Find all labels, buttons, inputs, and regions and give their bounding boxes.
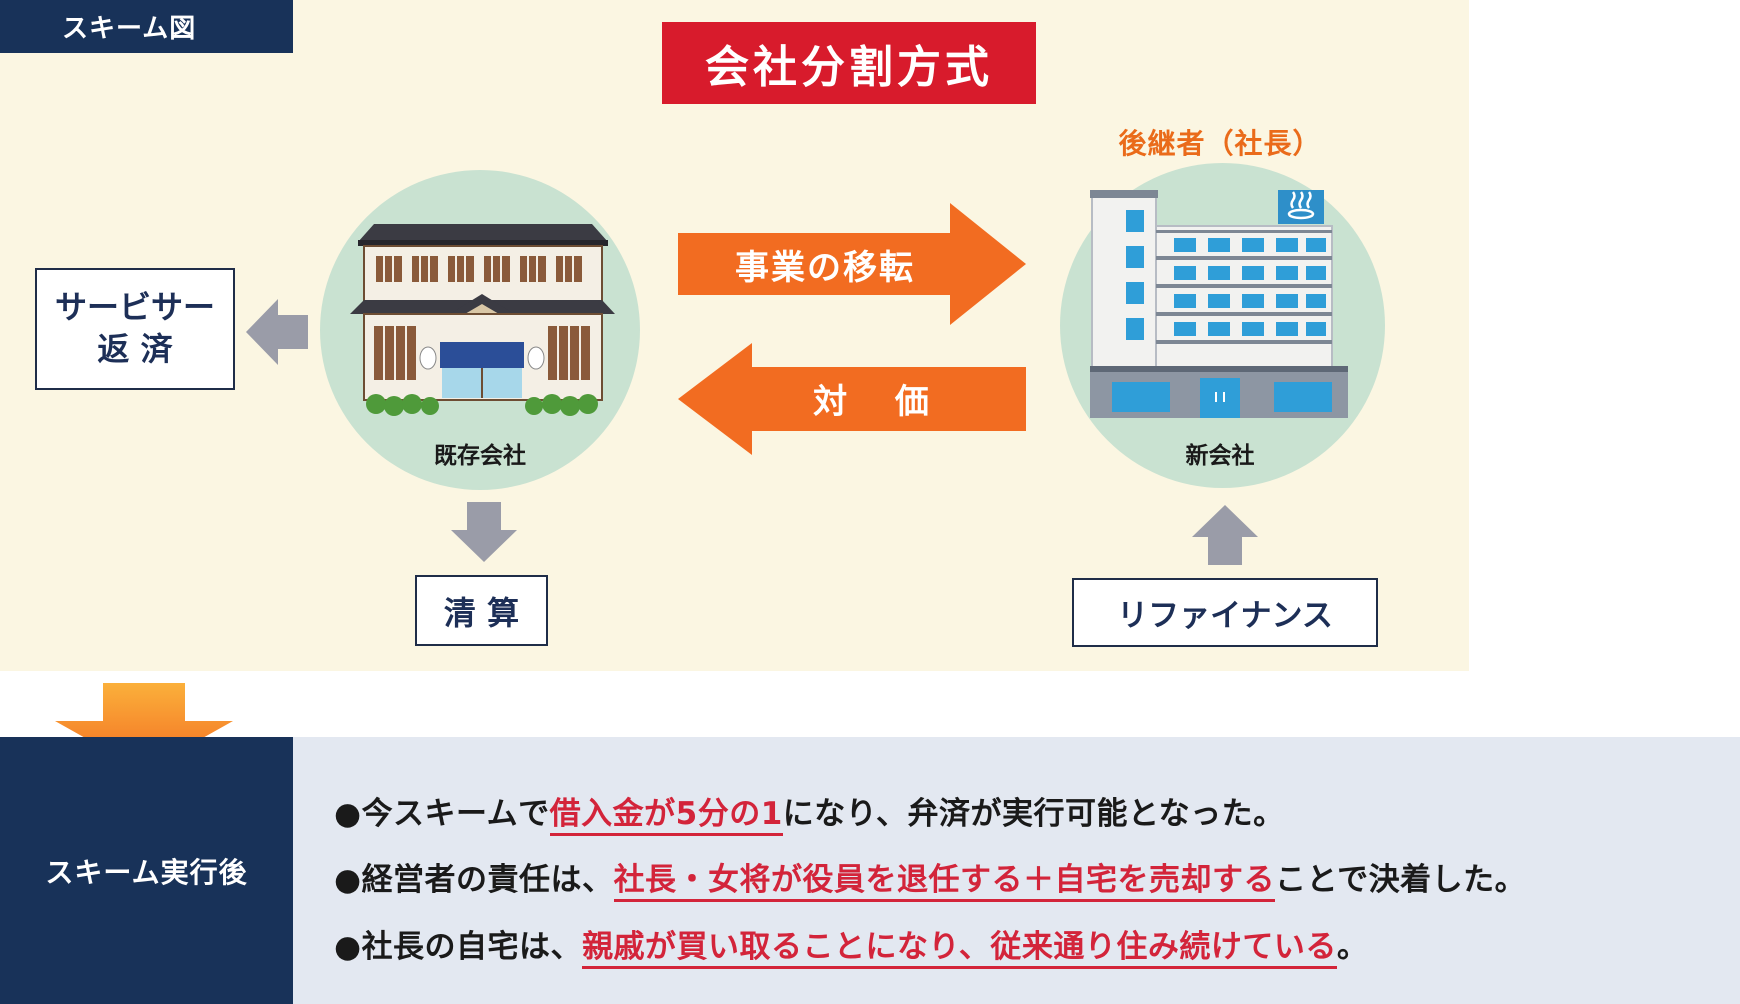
hot-spring-icon xyxy=(1287,191,1315,220)
bullet-text-pre: 今スキームで xyxy=(361,796,550,832)
bullet-highlight: 借入金が5分の1 xyxy=(549,796,783,836)
result-side-label: スキーム実行後 xyxy=(0,737,293,1004)
refinance-label: リファイナンス xyxy=(1117,598,1333,634)
existing-company-label: 既存会社 xyxy=(434,443,526,469)
bullet-dot: ● xyxy=(334,862,362,898)
refinance-box: リファイナンス xyxy=(1072,578,1378,647)
servicer-label: サービサー xyxy=(54,288,215,327)
bullet-text-post: ことで決着した。 xyxy=(1275,862,1527,898)
scheme-tab: スキーム図 xyxy=(0,0,293,53)
bullet-dot: ● xyxy=(334,929,362,965)
servicer-repayment-box: サービサー 返 済 xyxy=(35,268,235,390)
bullet-text-post: 。 xyxy=(1336,929,1369,965)
business-transfer-arrow xyxy=(678,203,1026,325)
consideration-label: 対 価 xyxy=(813,382,947,422)
scheme-title: 会社分割方式 xyxy=(662,22,1036,104)
left-arrow-icon xyxy=(246,299,308,365)
hotel-building-icon xyxy=(1090,190,1348,418)
new-company-label: 新会社 xyxy=(1185,443,1255,469)
bullet-highlight: 親戚が買い取ることになり、従来通り住み続けている xyxy=(582,929,1337,969)
scheme-title-text: 会社分割方式 xyxy=(705,42,993,93)
liquidation-label: 清 算 xyxy=(443,593,520,632)
result-down-arrow-icon xyxy=(55,683,233,771)
business-transfer-label: 事業の移転 xyxy=(735,248,915,288)
consideration-arrow xyxy=(678,343,1026,455)
result-bullet-1: ●今スキームで借入金が5分の1になり、弁済が実行可能となった。 xyxy=(334,788,1285,836)
repayment-label: 返 済 xyxy=(97,330,173,368)
result-bullet-2: ●経営者の責任は、社長・女将が役員を退任する＋自宅を売却することで決着した。 xyxy=(334,854,1527,902)
up-arrow-icon xyxy=(1192,505,1258,565)
result-bullet-3: ●社長の自宅は、親戚が買い取ることになり、従来通り住み続けている。 xyxy=(334,921,1369,969)
liquidation-box: 清 算 xyxy=(415,575,548,646)
down-arrow-icon xyxy=(451,502,517,562)
result-side-label-text: スキーム実行後 xyxy=(45,855,248,889)
scheme-tab-label: スキーム図 xyxy=(62,14,197,44)
bullet-text-post: になり、弁済が実行可能となった。 xyxy=(782,796,1285,832)
successor-label: 後継者（社長） xyxy=(1118,127,1322,160)
bullet-highlight: 社長・女将が役員を退任する＋自宅を売却する xyxy=(613,862,1276,902)
bullet-text-pre: 社長の自宅は、 xyxy=(361,929,583,965)
bullet-text-pre: 経営者の責任は、 xyxy=(361,862,614,898)
japanese-inn-icon xyxy=(350,224,615,416)
bullet-dot: ● xyxy=(334,796,362,832)
